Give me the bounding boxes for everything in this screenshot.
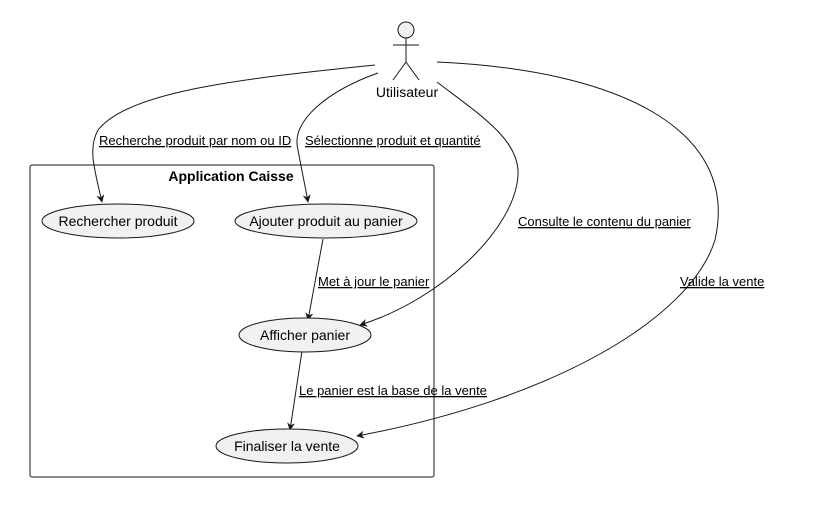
- label-valide: Valide la vente: [680, 274, 764, 289]
- label-recherche: Recherche produit par nom ou ID: [99, 133, 291, 148]
- use-case-ajouter-produit: Ajouter produit au panier: [234, 203, 418, 239]
- actor-name: Utilisateur: [376, 84, 439, 100]
- edge-met-a-jour: [305, 238, 324, 321]
- edge-base-vente: [287, 350, 303, 431]
- edge-labels: Recherche produit par nom ou ID Sélectio…: [99, 133, 764, 398]
- use-case-label: Afficher panier: [260, 327, 350, 343]
- use-case-label: Finaliser la vente: [234, 438, 340, 454]
- edge-recherche: [92, 64, 376, 203]
- label-consulte: Consulte le contenu du panier: [518, 214, 691, 229]
- stick-figure-icon: [392, 21, 420, 81]
- edges: [92, 61, 719, 439]
- edge-valide: [356, 61, 719, 439]
- label-base-vente: Le panier est la base de la vente: [299, 383, 487, 398]
- edge-selectionne: [296, 72, 379, 203]
- label-selectionne: Sélectionne produit et quantité: [305, 133, 481, 148]
- actor: Utilisateur: [376, 21, 439, 100]
- label-met-a-jour: Met à jour le panier: [318, 274, 430, 289]
- use-case-label: Rechercher produit: [58, 213, 177, 229]
- use-case-finaliser-vente: Finaliser la vente: [215, 428, 359, 464]
- system-boundary: Application Caisse: [29, 164, 435, 478]
- system-title: Application Caisse: [168, 168, 293, 184]
- use-case-afficher-panier: Afficher panier: [238, 317, 372, 353]
- use-case-label: Ajouter produit au panier: [249, 213, 403, 229]
- edge-consulte: [359, 81, 519, 327]
- use-case-rechercher-produit: Rechercher produit: [41, 203, 195, 239]
